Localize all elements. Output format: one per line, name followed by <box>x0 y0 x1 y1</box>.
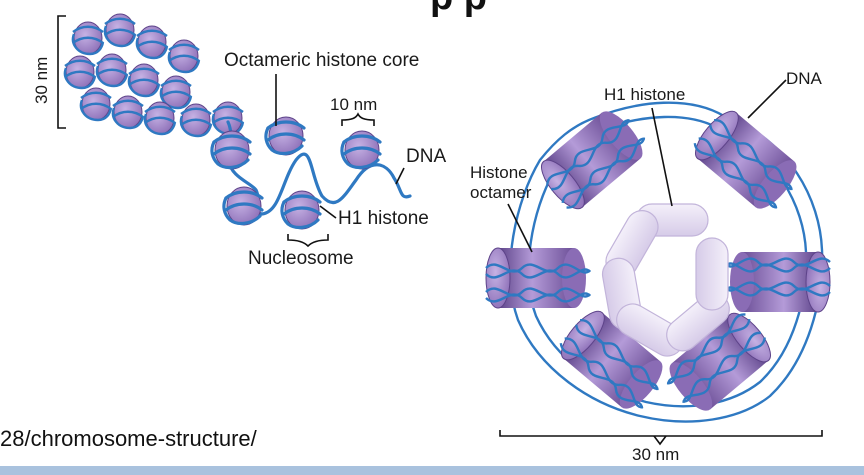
label-30nm-left: 30 nm <box>32 57 51 104</box>
scale-bracket-30nm-right: 30 nm <box>499 430 823 464</box>
label-h1-histone-right: H1 histone <box>604 85 685 104</box>
label-histone-octamer-line1: Histone <box>470 163 528 182</box>
label-10nm: 10 nm <box>330 95 377 114</box>
scale-bracket-10nm: 10 nm <box>330 95 377 126</box>
slide-title-fragment: p p <box>430 0 487 19</box>
label-dna-right: DNA <box>786 69 823 88</box>
pointer-h1-right <box>651 107 673 207</box>
solenoid-cross-section <box>484 101 832 423</box>
footer-url: 28/chromosome-structure/ <box>0 426 257 451</box>
pointer-dna-right <box>747 79 787 119</box>
pointer-histone-octamer <box>507 203 533 253</box>
chromatin-fiber-30nm <box>63 12 245 138</box>
nucleosome-bracket: Nucleosome <box>248 234 354 269</box>
beads-on-string <box>210 115 412 231</box>
label-octameric-histone-core: Octameric histone core <box>224 50 419 71</box>
label-nucleosome: Nucleosome <box>248 248 354 269</box>
pointer-dna-left <box>395 167 405 185</box>
label-dna-left: DNA <box>406 146 446 167</box>
pointer-h1-left <box>319 205 337 219</box>
label-30nm-right: 30 nm <box>632 445 679 464</box>
label-h1-histone-left: H1 histone <box>338 208 429 229</box>
label-histone-octamer-line2: octamer <box>470 183 532 202</box>
footer-bar <box>0 466 864 475</box>
scale-bracket-30nm-left: 30 nm <box>32 15 66 129</box>
